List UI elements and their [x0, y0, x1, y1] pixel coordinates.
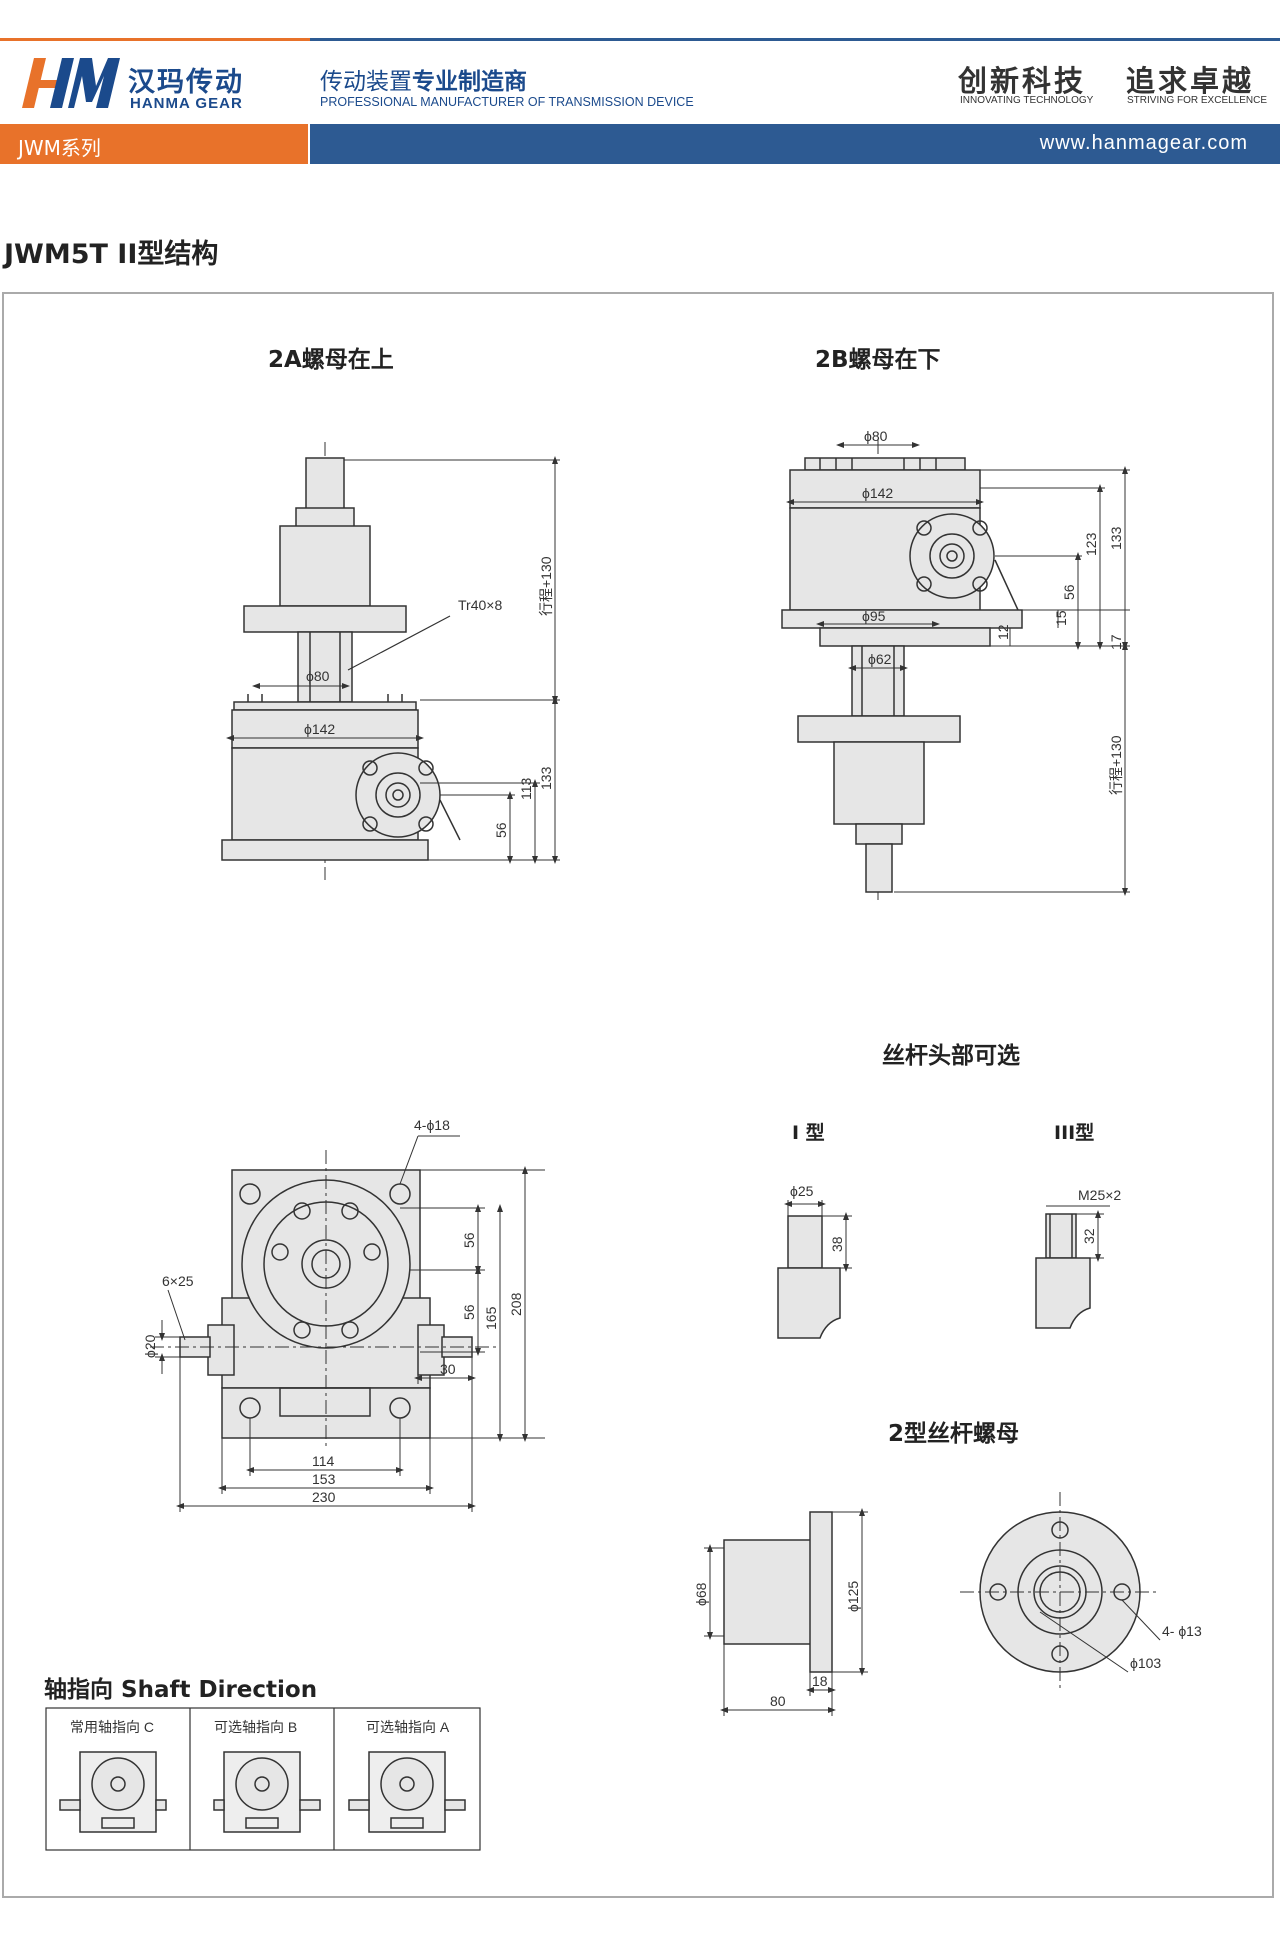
tagline-cn-prefix: 传动装置: [320, 69, 412, 95]
nut-holes: 4- ϕ13: [1162, 1623, 1202, 1639]
view-2b-d-body: ϕ142: [862, 485, 893, 501]
tagline-cn: 传动装置专业制造商: [320, 62, 527, 96]
view-2a-title: 2A螺母在上: [268, 347, 394, 373]
type-1-diameter: ϕ25: [790, 1183, 814, 1199]
front-v3: 165: [483, 1306, 499, 1330]
website-link[interactable]: www.hanmagear.com: [1039, 132, 1248, 154]
tagline-en: PROFESSIONAL MANUFACTURER OF TRANSMISSIO…: [320, 95, 694, 109]
brand-name-cn: 汉玛传动: [128, 67, 244, 98]
view-2b-travel: 行程+130: [1108, 735, 1124, 795]
type-3-height: 32: [1081, 1228, 1097, 1244]
front-w-shaft: 30: [440, 1361, 456, 1377]
slogan-innovation-en: INNOVATING TECHNOLOGY: [960, 95, 1094, 106]
view-2b-h3: 56: [1061, 584, 1077, 600]
front-w3: 230: [312, 1489, 336, 1505]
page-header: 汉玛传动 HANMA GEAR 传动装置专业制造商 PROFESSIONAL M…: [0, 0, 1280, 165]
hanma-logo-icon: [22, 58, 120, 108]
view-2a-d-nut: ϕ80: [306, 668, 330, 684]
header-orange-rule: [0, 38, 310, 41]
screw-head-title: 丝杆头部可选: [882, 1043, 1020, 1069]
screw-head-type-3: [1035, 1205, 1110, 1329]
view-2b-h6: 17: [1108, 634, 1124, 650]
front-w1: 114: [312, 1453, 335, 1469]
front-v1: 56: [461, 1232, 477, 1248]
type-1-label: I 型: [792, 1122, 825, 1144]
view-2b-d-flange: ϕ95: [862, 608, 886, 624]
view-2a-h3: 56: [493, 822, 509, 838]
view-front-drawing: [150, 1135, 545, 1512]
slogan-innovation: 创新科技: [958, 64, 1087, 98]
type-3-label: III型: [1054, 1122, 1095, 1144]
front-v4: 208: [508, 1292, 524, 1316]
section-title: JWM5T II型结构: [4, 239, 219, 270]
slogan-excellence-en: STRIVING FOR EXCELLENCE: [1127, 95, 1268, 106]
shaft-option-c-label: 常用轴指向 C: [70, 1719, 154, 1735]
nut-thickness: 18: [812, 1673, 828, 1689]
view-2b-drawing: [781, 440, 1130, 900]
nut-front-view: [960, 1492, 1161, 1692]
website-bar: www.hanmagear.com: [310, 124, 1280, 164]
view-2b-d-top: ϕ80: [864, 428, 888, 444]
shaft-direction-a-icon: [348, 1751, 466, 1833]
front-key: 6×25: [162, 1273, 194, 1289]
type-1-height: 38: [829, 1236, 845, 1252]
header-blue-rule: [310, 38, 1280, 41]
view-2a-h2: 113: [518, 777, 534, 800]
front-v2: 56: [461, 1304, 477, 1320]
view-2b-h2: 123: [1083, 532, 1099, 556]
shaft-direction-b-icon: [213, 1751, 321, 1833]
series-label: JWM系列: [18, 136, 101, 160]
view-2b-h5: 12: [995, 624, 1011, 640]
drawing-panel: [2, 292, 1274, 1898]
front-holes: 4-ϕ18: [414, 1117, 450, 1133]
type-3-thread: M25×2: [1078, 1187, 1121, 1203]
front-d-shaft: ϕ20: [142, 1334, 158, 1358]
shaft-option-a-label: 可选轴指向 A: [366, 1719, 450, 1735]
nut-2-title: 2型丝杆螺母: [888, 1421, 1020, 1447]
screw-head-type-1: [777, 1200, 852, 1339]
brand-name-en: HANMA GEAR: [130, 95, 243, 112]
shaft-option-b-label: 可选轴指向 B: [214, 1719, 297, 1735]
view-2b-d-shaft: ϕ62: [868, 651, 892, 667]
nut-pcd: ϕ103: [1130, 1655, 1161, 1671]
shaft-direction-table: [45, 1707, 481, 1851]
nut-length: 80: [770, 1693, 786, 1709]
view-2a-h1: 133: [538, 766, 554, 790]
view-2a-drawing: [221, 442, 560, 880]
slogan-excellence: 追求卓越: [1126, 64, 1255, 98]
series-bar: JWM系列: [0, 124, 308, 164]
tagline-cn-bold: 专业制造商: [412, 69, 527, 95]
view-2b-h1: 133: [1108, 526, 1124, 550]
nut-d-flange: ϕ125: [845, 1581, 861, 1612]
view-2a-travel: 行程+130: [538, 556, 554, 616]
nut-d-body: ϕ68: [693, 1582, 709, 1606]
view-2a-thread-label: Tr40×8: [458, 597, 502, 613]
shaft-direction-title: 轴指向 Shaft Direction: [44, 1677, 318, 1703]
view-2b-title: 2B螺母在下: [815, 347, 941, 373]
view-2b-h4: 15: [1053, 610, 1069, 626]
nut-side-view: [704, 1508, 868, 1716]
shaft-direction-c-icon: [59, 1751, 167, 1833]
view-2a-d-body: ϕ142: [304, 721, 335, 737]
front-w2: 153: [312, 1471, 336, 1487]
